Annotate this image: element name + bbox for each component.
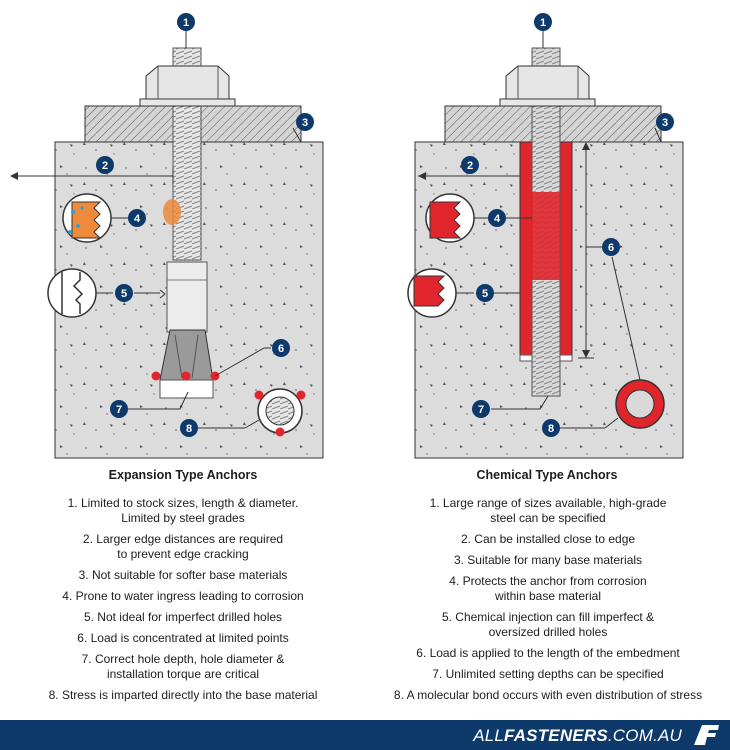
brand-regular: ALL: [473, 726, 505, 745]
washer-left: [139, 98, 236, 107]
svg-text:7: 7: [116, 404, 122, 416]
brand-bold: FASTENERS: [504, 726, 608, 745]
expansion-item-1: 1. Limited to stock sizes, length & diam…: [67, 496, 299, 525]
svg-text:3: 3: [662, 117, 668, 129]
svg-text:6: 6: [608, 242, 614, 254]
expansion-list: 1. Limited to stock sizes, length & diam…: [0, 496, 366, 709]
svg-text:1: 1: [540, 17, 546, 29]
marker-2-right: 2: [461, 156, 479, 174]
marker-8-right: 8: [542, 419, 560, 437]
chemical-anchor-illustration: [407, 31, 684, 459]
expansion-anchor-illustration: [10, 31, 324, 459]
svg-text:4: 4: [134, 213, 141, 225]
expansion-item-8: 8. Stress is imparted directly into the …: [48, 688, 318, 702]
marker-1-right: 1: [534, 13, 552, 31]
expansion-sleeve: [166, 261, 208, 333]
svg-text:2: 2: [467, 160, 473, 172]
svg-text:2: 2: [102, 160, 108, 172]
expansion-item-5: 5. Not ideal for imperfect drilled holes: [83, 610, 283, 624]
footer-bar: ALLFASTENERS.COM.AU: [0, 720, 730, 750]
marker-6-left: 6: [272, 339, 290, 357]
marker-8-left: 8: [180, 419, 198, 437]
chemical-item-5: 5. Chemical injection can fill imperfect…: [441, 610, 655, 639]
expansion-item-3: 3. Not suitable for softer base material…: [78, 568, 288, 582]
chemical-item-8: 8. A molecular bond occurs with even dis…: [393, 688, 703, 702]
anchor-diagram: 1 2 3 4 5 6 7 8: [10, 13, 684, 459]
chemical-item-4: 4. Protects the anchor from corrosion wi…: [449, 574, 647, 603]
marker-7-left: 7: [110, 400, 128, 418]
expansion-item-2: 2. Larger edge distances are required to…: [82, 532, 284, 561]
svg-text:5: 5: [121, 288, 127, 300]
washer-right: [499, 98, 596, 107]
svg-text:6: 6: [278, 343, 284, 355]
marker-6-right: 6: [602, 238, 620, 256]
svg-text:3: 3: [302, 117, 308, 129]
svg-text:7: 7: [478, 404, 484, 416]
marker-5-left: 5: [115, 284, 133, 302]
svg-text:1: 1: [183, 17, 189, 29]
marker-4-right: 4: [488, 209, 506, 227]
chemical-title: Chemical Type Anchors: [476, 468, 618, 482]
expansion-item-7: 7. Correct hole depth, hole diameter & i…: [81, 652, 285, 681]
expansion-item-6: 6. Load is concentrated at limited point…: [77, 631, 289, 645]
expansion-title: Expansion Type Anchors: [108, 468, 258, 482]
marker-3-left: 3: [296, 113, 314, 131]
expansion-item-4: 4. Prone to water ingress leading to cor…: [62, 589, 304, 603]
detail-hole-left: [47, 268, 97, 318]
af-logo-icon: [694, 725, 719, 745]
marker-3-right: 3: [656, 113, 674, 131]
chemical-list: 1. Large range of sizes available, high-…: [368, 496, 728, 709]
marker-2-left: 2: [96, 156, 114, 174]
brand-link[interactable]: ALLFASTENERS.COM.AU: [473, 726, 682, 746]
marker-5-right: 5: [476, 284, 494, 302]
chemical-item-7: 7. Unlimited setting depths can be speci…: [432, 667, 664, 681]
marker-4-left: 4: [128, 209, 146, 227]
svg-text:8: 8: [186, 423, 192, 435]
marker-1-left: 1: [177, 13, 195, 31]
svg-text:5: 5: [482, 288, 488, 300]
chemical-item-6: 6. Load is applied to the length of the …: [416, 646, 680, 660]
brand-suffix: .COM.AU: [607, 726, 682, 745]
svg-text:4: 4: [494, 213, 501, 225]
chemical-item-1: 1. Large range of sizes available, high-…: [429, 496, 667, 525]
chemical-item-3: 3. Suitable for many base materials: [453, 553, 643, 567]
corrosion-spot: [163, 199, 181, 225]
chemical-item-2: 2. Can be installed close to edge: [460, 532, 636, 546]
svg-text:8: 8: [548, 423, 554, 435]
marker-7-right: 7: [472, 400, 490, 418]
